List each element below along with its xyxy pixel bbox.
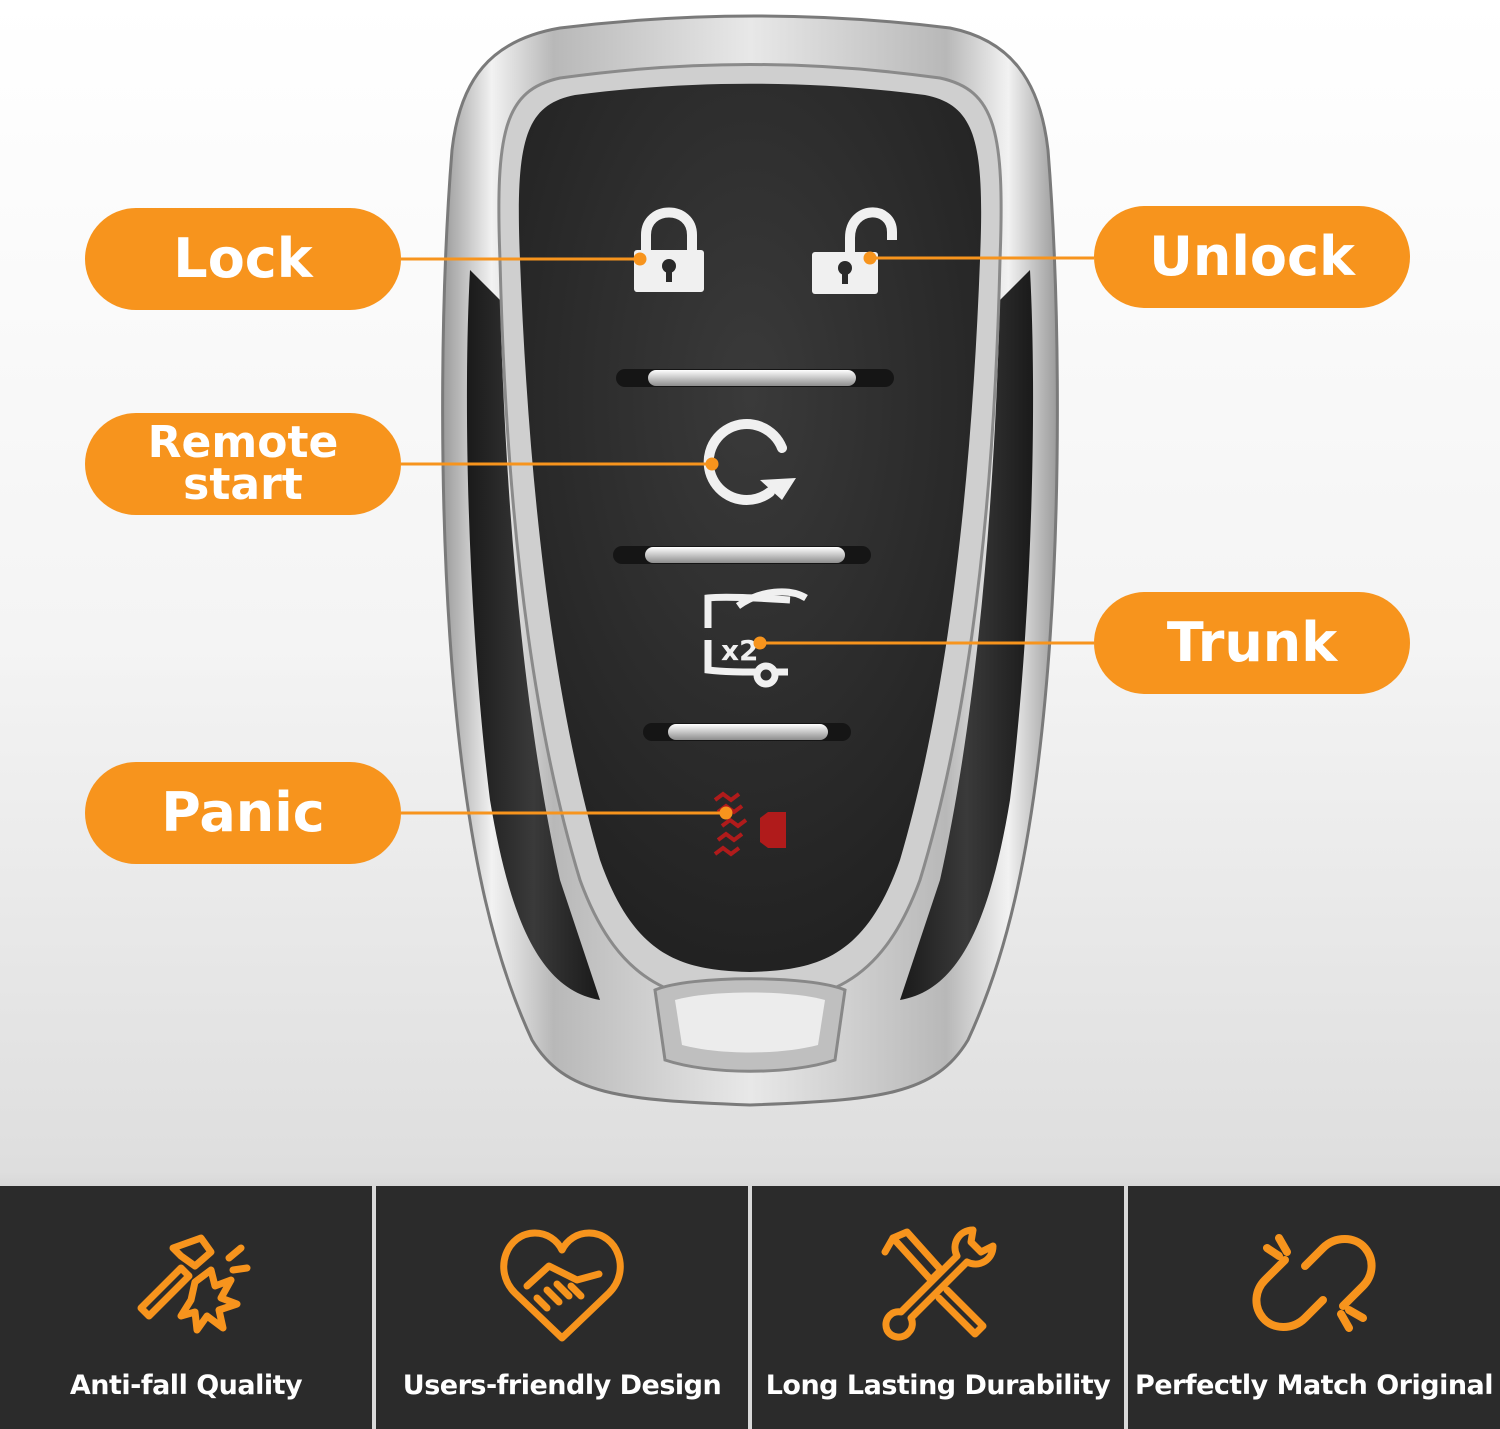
feature-label: Users-friendly Design <box>402 1370 722 1401</box>
chain-link-icon <box>1252 1234 1376 1332</box>
panic-callout: Panic <box>85 762 401 864</box>
feature-users-friendly: Users-friendly Design <box>376 1186 748 1429</box>
lock-callout-label: Lock <box>173 227 313 290</box>
feature-label: Perfectly Match Original <box>1134 1370 1494 1401</box>
feature-durability: Long Lasting Durability <box>752 1186 1124 1429</box>
heart-handshake-icon <box>500 1229 624 1342</box>
wrench-screwdriver-icon <box>881 1226 997 1341</box>
fob-right-side-panel <box>900 270 1034 1000</box>
remote-start-callout: Remote start <box>85 413 401 515</box>
product-stage: x2 Lock Unlock Remote start Trunk Panic <box>85 14 1410 1107</box>
feature-perfect-match: Perfectly Match Original <box>1128 1186 1500 1429</box>
hammer-impact-icon <box>137 1234 251 1334</box>
remote-start-callout-label: Remote start <box>147 417 339 510</box>
feature-strip: Anti-fall Quality Users-friendly Design … <box>0 1186 1500 1429</box>
fob-button-face <box>518 83 982 972</box>
feature-label: Anti-fall Quality <box>69 1370 303 1401</box>
key-fob-image: x2 <box>401 14 1094 1107</box>
lock-open-icon <box>812 207 897 294</box>
feature-anti-fall: Anti-fall Quality <box>0 1186 372 1429</box>
panic-callout-label: Panic <box>161 781 325 844</box>
leader-lines <box>401 251 1094 820</box>
unlock-callout-label: Unlock <box>1149 225 1355 288</box>
lock-closed-icon <box>634 207 704 292</box>
trunk-badge: x2 <box>721 634 759 667</box>
trunk-callout-label: Trunk <box>1166 611 1338 674</box>
unlock-callout: Unlock <box>1094 206 1410 308</box>
feature-label: Long Lasting Durability <box>765 1370 1111 1401</box>
button-dividers <box>613 369 894 741</box>
lock-callout: Lock <box>85 208 401 310</box>
remote-start-icon <box>703 419 796 505</box>
fob-left-side-panel <box>466 270 600 1000</box>
trunk-icon: x2 <box>704 588 808 688</box>
trunk-callout: Trunk <box>1094 592 1410 694</box>
